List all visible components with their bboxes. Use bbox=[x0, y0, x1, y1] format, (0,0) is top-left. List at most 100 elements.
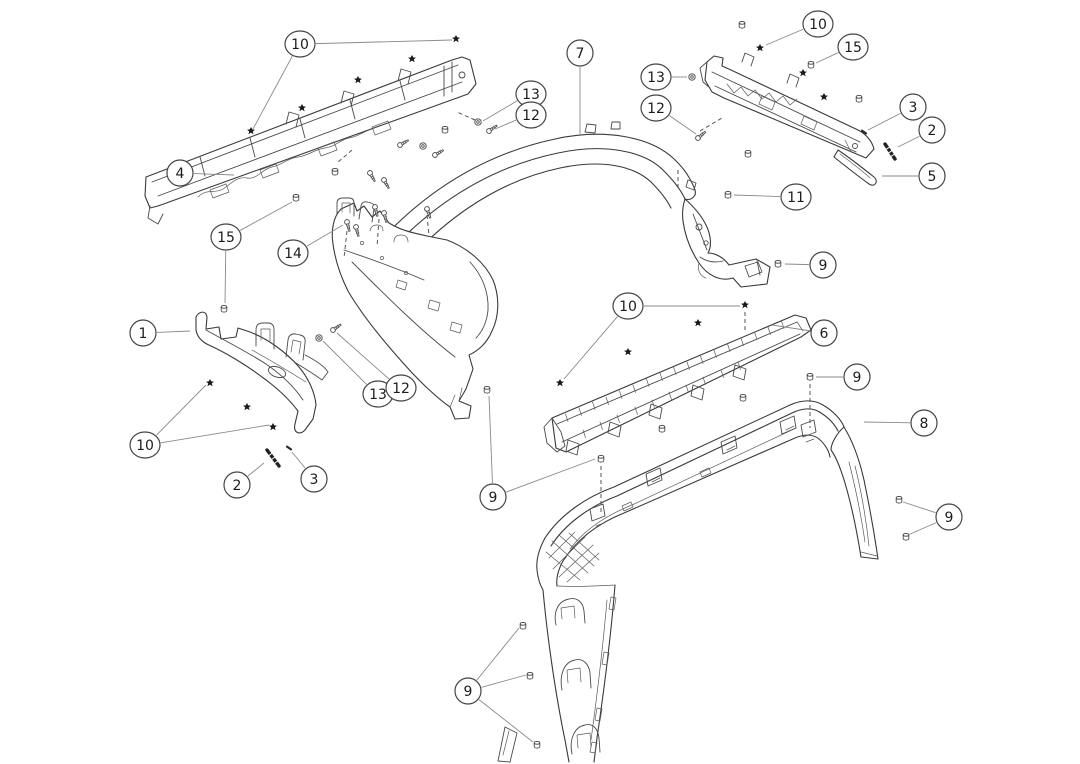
leader-line-9 bbox=[481, 674, 527, 688]
callout-9-15[interactable]: 9 bbox=[809, 251, 837, 279]
callout-12-3[interactable]: 12 bbox=[515, 101, 547, 129]
callout-circle[interactable] bbox=[566, 39, 594, 67]
callout-9-28[interactable]: 9 bbox=[454, 677, 482, 705]
fasteners-layer bbox=[206, 20, 910, 749]
trim-pin-fastener bbox=[441, 125, 449, 134]
push-clip-fastener bbox=[298, 104, 306, 112]
screw-fastener bbox=[353, 224, 360, 237]
leader-line-10 bbox=[156, 384, 207, 436]
callout-number: 10 bbox=[291, 37, 309, 53]
callout-circle[interactable] bbox=[515, 101, 547, 129]
callout-2-24[interactable]: 2 bbox=[223, 471, 251, 499]
callout-number: 10 bbox=[136, 438, 154, 454]
push-clip-fastener bbox=[756, 44, 764, 52]
callout-circle[interactable] bbox=[612, 292, 644, 320]
callout-circle[interactable] bbox=[640, 94, 672, 122]
callout-circle[interactable] bbox=[454, 677, 482, 705]
callout-circle[interactable] bbox=[277, 239, 309, 267]
callout-circle[interactable] bbox=[910, 409, 938, 437]
leader-line-9 bbox=[488, 395, 493, 484]
assembly-dashed-line bbox=[426, 214, 430, 237]
trim-pin-fastener bbox=[597, 454, 605, 463]
leader-line-2 bbox=[247, 462, 265, 477]
assembly-dashed-line bbox=[343, 230, 348, 259]
callout-9-27[interactable]: 9 bbox=[935, 503, 963, 531]
callout-number: 9 bbox=[464, 684, 473, 700]
leader-line-10 bbox=[160, 424, 270, 444]
callout-circle[interactable] bbox=[129, 431, 161, 459]
leader-line-1 bbox=[156, 330, 191, 333]
trim-pin-fastener bbox=[806, 372, 814, 381]
callout-circle[interactable] bbox=[166, 159, 194, 187]
assembly-dashed-lines-layer bbox=[336, 111, 811, 513]
callout-6-18[interactable]: 6 bbox=[810, 319, 838, 347]
trim-pin-fastener bbox=[724, 190, 732, 199]
callout-circle[interactable] bbox=[809, 251, 837, 279]
callout-number: 12 bbox=[392, 381, 410, 397]
callout-circle[interactable] bbox=[210, 223, 242, 251]
callout-10-23[interactable]: 10 bbox=[129, 431, 161, 459]
callout-circle[interactable] bbox=[300, 465, 328, 493]
leader-line-10 bbox=[315, 39, 453, 45]
callout-circle[interactable] bbox=[810, 319, 838, 347]
callout-circle[interactable] bbox=[780, 183, 812, 211]
callout-number: 12 bbox=[647, 101, 665, 117]
callout-circle[interactable] bbox=[640, 63, 672, 91]
assembly-dashed-line bbox=[699, 117, 723, 132]
callout-number: 15 bbox=[217, 230, 235, 246]
callout-8-22[interactable]: 8 bbox=[910, 409, 938, 437]
callout-number: 15 bbox=[844, 40, 862, 56]
callout-13-6[interactable]: 13 bbox=[640, 63, 672, 91]
trim-pin-fastener bbox=[902, 532, 910, 541]
push-clip-fastener bbox=[624, 348, 632, 356]
callout-circle[interactable] bbox=[918, 162, 946, 190]
leader-line-3 bbox=[291, 451, 306, 469]
callout-circle[interactable] bbox=[284, 30, 316, 58]
part-5-fin bbox=[833, 149, 877, 186]
callout-15-5[interactable]: 15 bbox=[837, 33, 869, 61]
callout-number: 9 bbox=[945, 510, 954, 526]
spring-pin-fastener bbox=[265, 448, 281, 468]
leader-line-14 bbox=[306, 224, 344, 247]
push-clip-fastener bbox=[247, 127, 255, 135]
callout-5-11[interactable]: 5 bbox=[918, 162, 946, 190]
callout-9-26[interactable]: 9 bbox=[479, 483, 507, 511]
callout-circle[interactable] bbox=[843, 363, 871, 391]
callout-10-0[interactable]: 10 bbox=[284, 30, 316, 58]
trim-pin-fastener bbox=[292, 193, 300, 202]
callout-11-12[interactable]: 11 bbox=[780, 183, 812, 211]
tiny-clip-fastener bbox=[285, 445, 293, 451]
leader-line-15 bbox=[239, 201, 293, 231]
callout-circle[interactable] bbox=[899, 93, 927, 121]
callout-2-9[interactable]: 2 bbox=[918, 116, 946, 144]
leader-line-9 bbox=[902, 501, 936, 514]
callout-leader-lines-layer bbox=[156, 28, 937, 743]
callout-10-4[interactable]: 10 bbox=[802, 10, 834, 38]
callout-12-21[interactable]: 12 bbox=[385, 374, 417, 402]
callout-circle[interactable] bbox=[223, 471, 251, 499]
part-1-left-bracket bbox=[195, 311, 329, 434]
callout-circle[interactable] bbox=[802, 10, 834, 38]
screw-fastener bbox=[367, 170, 376, 183]
callout-circle[interactable] bbox=[837, 33, 869, 61]
leader-line-9 bbox=[476, 627, 520, 681]
callout-circle[interactable] bbox=[918, 116, 946, 144]
callout-14-14[interactable]: 14 bbox=[277, 239, 309, 267]
callout-10-17[interactable]: 10 bbox=[612, 292, 644, 320]
spring-pin-fastener bbox=[883, 142, 897, 161]
callout-circle[interactable] bbox=[385, 374, 417, 402]
push-clip-fastener bbox=[820, 93, 828, 101]
callout-circle[interactable] bbox=[935, 503, 963, 531]
callout-4-10[interactable]: 4 bbox=[166, 159, 194, 187]
callout-circle[interactable] bbox=[129, 319, 157, 347]
callout-circle[interactable] bbox=[479, 483, 507, 511]
callout-15-13[interactable]: 15 bbox=[210, 223, 242, 251]
callout-3-25[interactable]: 3 bbox=[300, 465, 328, 493]
callout-12-7[interactable]: 12 bbox=[640, 94, 672, 122]
callout-3-8[interactable]: 3 bbox=[899, 93, 927, 121]
callout-7-1[interactable]: 7 bbox=[566, 39, 594, 67]
callout-9-19[interactable]: 9 bbox=[843, 363, 871, 391]
callout-1-16[interactable]: 1 bbox=[129, 319, 157, 347]
